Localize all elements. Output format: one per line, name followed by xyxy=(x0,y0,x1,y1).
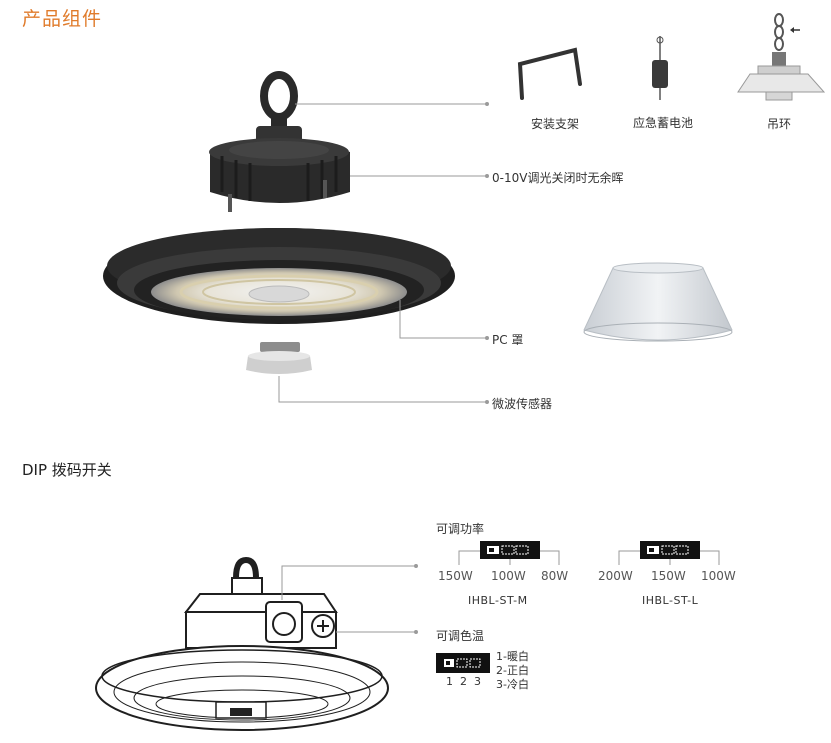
cct-position: 1 xyxy=(446,675,453,688)
dip-switch-power-m xyxy=(480,541,540,559)
microwave-sensor xyxy=(246,342,312,374)
watt-label: 100W xyxy=(491,569,526,583)
dip-switch-cct xyxy=(436,653,490,673)
watt-label: 150W xyxy=(438,569,473,583)
callout-dimming: 0-10V调光关闭时无余晖 xyxy=(492,171,624,185)
cct-option: 3-冷白 xyxy=(496,678,529,691)
pc-reflector xyxy=(583,262,733,342)
watt-label: 80W xyxy=(541,569,569,583)
accessory-label-bracket: 安装支架 xyxy=(531,117,580,131)
dip-callout-lines xyxy=(281,550,720,634)
callout-lines xyxy=(278,102,489,404)
dip-switch-power-l xyxy=(640,541,700,559)
hanging-ring-icon xyxy=(737,13,826,101)
callout-pc-cover: PC 罩 xyxy=(492,333,524,347)
power-title: 可调功率 xyxy=(436,522,485,536)
cct-option: 1-暖白 xyxy=(496,650,529,663)
section-title-dip: DIP 拨码开关 xyxy=(22,461,112,479)
cct-title: 可调色温 xyxy=(436,629,485,643)
driver-box xyxy=(209,126,350,212)
emergency-battery-icon xyxy=(652,36,668,100)
lamp-dip-view xyxy=(95,556,389,731)
cct-position: 3 xyxy=(474,675,481,688)
model-label: IHBL-ST-M xyxy=(468,594,528,607)
model-label: IHBL-ST-L xyxy=(642,594,699,607)
watt-label: 200W xyxy=(598,569,633,583)
cct-position: 2 xyxy=(460,675,467,688)
mounting-bracket-icon xyxy=(517,47,582,100)
hanging-eye-bolt xyxy=(260,71,298,129)
accessory-label-ring: 吊环 xyxy=(767,117,792,131)
watt-label: 100W xyxy=(701,569,736,583)
callout-sensor: 微波传感器 xyxy=(492,397,553,411)
lamp-housing xyxy=(103,228,455,324)
accessory-label-battery: 应急蓄电池 xyxy=(633,116,694,130)
cct-option: 2-正白 xyxy=(496,664,529,677)
watt-label: 150W xyxy=(651,569,686,583)
section-title-components: 产品组件 xyxy=(22,8,103,30)
